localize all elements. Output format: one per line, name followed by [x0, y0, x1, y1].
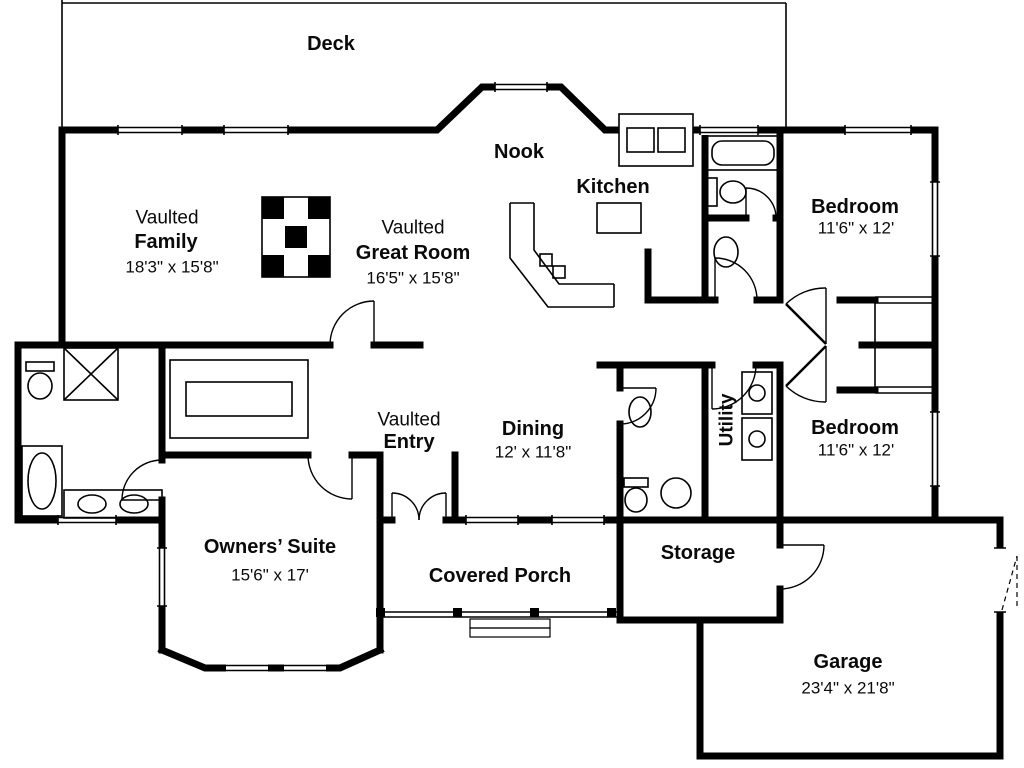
- closets: [169, 296, 932, 439]
- room-label-deck: Deck: [307, 33, 355, 55]
- bathroom-fixtures-hall: [706, 135, 780, 268]
- room-label-nook: Nook: [494, 141, 544, 163]
- utility-fixtures: [741, 371, 773, 461]
- room-dims-bedroom-bottom: 11'6" x 12': [817, 440, 895, 460]
- room-label-covered-porch: Covered Porch: [428, 565, 572, 587]
- windows: [57, 82, 940, 673]
- room-label-storage: Storage: [660, 542, 736, 564]
- interior-walls: [58, 126, 939, 624]
- room-label-utility: Utility: [716, 393, 738, 447]
- room-label-bedroom-bottom: Bedroom: [811, 417, 899, 439]
- deck-outline: [61, 0, 787, 127]
- bathroom-fixtures-mid: [623, 396, 692, 513]
- room-label-entry: Entry: [383, 431, 435, 453]
- room-dims-owners-suite: 15'6" x 17': [231, 565, 309, 585]
- room-dims-dining: 12' x 11'8": [494, 442, 572, 462]
- fireplace: [261, 196, 331, 278]
- room-label-family-qualifier: Vaulted: [135, 207, 199, 229]
- porch-detail: [376, 608, 620, 638]
- room-label-dining: Dining: [501, 418, 565, 440]
- room-label-family: Family: [134, 231, 198, 253]
- room-label-great-room: Great Room: [355, 242, 471, 264]
- room-label-great-room-qualifier: Vaulted: [381, 217, 445, 239]
- room-dims-great-room: 16'5" x 15'8": [366, 268, 460, 288]
- room-label-bedroom-top: Bedroom: [811, 196, 899, 218]
- room-label-entry-qualifier: Vaulted: [377, 409, 441, 431]
- kitchen-fixtures: [509, 113, 694, 308]
- room-label-garage: Garage: [813, 651, 883, 673]
- room-dims-family: 18'3" x 15'8": [125, 257, 219, 277]
- room-label-owners-suite: Owners’ Suite: [203, 536, 337, 558]
- room-dims-garage: 23'4" x 21'8": [801, 678, 895, 698]
- room-dims-bedroom-top: 11'6" x 12': [817, 218, 895, 238]
- hall-chamfers: [785, 303, 827, 387]
- bathroom-fixtures-master: [21, 347, 163, 519]
- room-label-kitchen: Kitchen: [576, 176, 650, 198]
- doors: [121, 187, 827, 590]
- garage-door: [994, 547, 1018, 613]
